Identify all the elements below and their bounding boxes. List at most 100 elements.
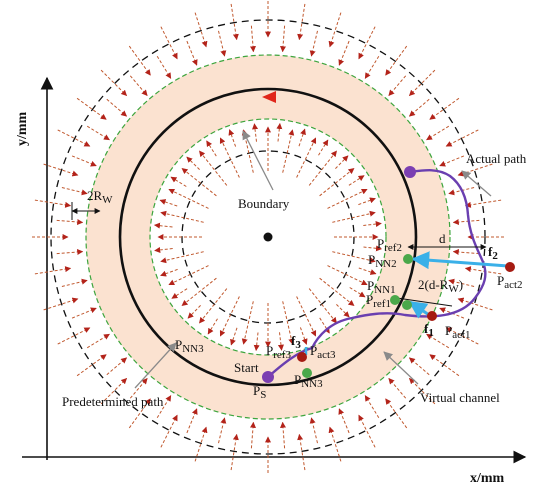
- ps-label: PS: [253, 383, 266, 401]
- field-arrow: [160, 268, 178, 277]
- actual-path-label: Actual path: [466, 151, 527, 166]
- field-arrow: [296, 137, 317, 178]
- field-arrow: [128, 398, 151, 429]
- field-arrow: [56, 218, 84, 225]
- field-arrow: [228, 129, 237, 147]
- field-arrow: [194, 426, 208, 462]
- field-arrow: [76, 354, 107, 377]
- pact3-label: Pact3: [310, 343, 336, 361]
- center-point: [263, 232, 273, 242]
- field-arrow: [297, 433, 306, 471]
- field-arrow: [277, 332, 284, 351]
- field-arrow: [338, 40, 350, 66]
- field-arrow: [448, 278, 475, 287]
- field-arrow: [328, 12, 342, 48]
- actual-path-pointer: [461, 170, 492, 197]
- field-arrow: [336, 304, 350, 318]
- f3-label: f3: [291, 333, 301, 351]
- field-arrow: [309, 417, 318, 444]
- dimension-rw-line: [396, 297, 453, 307]
- pact1-label: Pact1: [445, 323, 471, 341]
- field-arrow: [364, 395, 380, 419]
- field-arrow: [358, 26, 376, 60]
- pref3-label: Pref3: [266, 343, 291, 361]
- field-arrow: [358, 414, 376, 448]
- field-arrow: [332, 251, 376, 264]
- path-direction-arrow: [262, 91, 276, 103]
- field-arrow: [276, 123, 283, 142]
- field-arrow: [348, 175, 365, 186]
- virtual-channel-pointer: [383, 351, 419, 385]
- field-arrow: [159, 199, 178, 207]
- point-pact1: [427, 311, 437, 321]
- field-arrow: [156, 55, 172, 79]
- field-arrow: [280, 25, 287, 53]
- field-arrow: [160, 210, 204, 223]
- field-arrow: [408, 357, 430, 376]
- field-arrow: [76, 97, 107, 120]
- field-arrow: [71, 155, 97, 167]
- radial-field-arrows: [32, 1, 504, 473]
- field-arrow: [319, 168, 355, 197]
- pnn2-label: PNN2: [368, 252, 397, 270]
- field-arrow: [43, 163, 79, 177]
- field-arrow: [160, 414, 178, 448]
- field-arrow: [186, 408, 198, 434]
- point-pnn1: [390, 295, 400, 305]
- field-arrow: [296, 296, 317, 337]
- field-arrow: [464, 266, 502, 275]
- field-arrow: [388, 75, 407, 97]
- point-actual-start: [404, 166, 416, 178]
- field-arrow: [106, 98, 128, 117]
- field-arrow: [327, 188, 368, 209]
- rw-label: 2RW: [87, 188, 113, 206]
- field-arrow: [57, 327, 91, 345]
- field-arrow: [207, 318, 218, 335]
- point-ps: [262, 371, 274, 383]
- field-arrow: [408, 69, 436, 97]
- pnn1-label: PNN1: [367, 278, 396, 296]
- field-arrow: [249, 421, 256, 449]
- field-arrow: [106, 357, 128, 376]
- point-pref1: [402, 300, 412, 310]
- field-arrow: [186, 40, 198, 66]
- field-arrow: [429, 354, 460, 377]
- field-arrow: [349, 287, 366, 298]
- field-arrow: [408, 377, 436, 405]
- field-arrow: [319, 277, 355, 306]
- field-arrow: [426, 125, 450, 141]
- field-arrow: [230, 3, 239, 41]
- outer-dashed-circle: [50, 19, 486, 455]
- field-arrow: [129, 377, 148, 399]
- field-arrow: [199, 150, 228, 186]
- field-arrow: [319, 317, 330, 334]
- field-arrow: [445, 327, 479, 345]
- field-arrow: [129, 75, 148, 97]
- field-arrow: [308, 150, 337, 186]
- field-arrow: [464, 199, 502, 208]
- field-arrow: [34, 199, 72, 208]
- field-arrow: [358, 267, 377, 275]
- field-arrow: [429, 97, 460, 120]
- field-arrow: [218, 30, 227, 57]
- field-arrow: [56, 249, 84, 256]
- field-arrow: [282, 301, 295, 345]
- field-arrow: [280, 421, 287, 449]
- field-arrow: [181, 168, 217, 197]
- field-arrow: [457, 297, 493, 311]
- field-arrow: [160, 26, 178, 60]
- field-arrow: [363, 221, 382, 228]
- field-arrow: [61, 278, 88, 287]
- force-vector-f2: [411, 251, 509, 270]
- field-arrow: [187, 305, 201, 319]
- d-rw-label: 2(d-RW): [418, 277, 463, 295]
- field-arrow: [219, 137, 240, 178]
- field-arrow: [194, 12, 208, 48]
- field-arrow: [43, 297, 79, 311]
- field-arrow: [309, 30, 318, 57]
- field-arrow: [358, 197, 376, 206]
- field-arrow: [230, 327, 238, 346]
- boundary-label: Boundary: [238, 196, 290, 211]
- field-arrow: [181, 277, 217, 306]
- actual-path-curve: [267, 169, 487, 378]
